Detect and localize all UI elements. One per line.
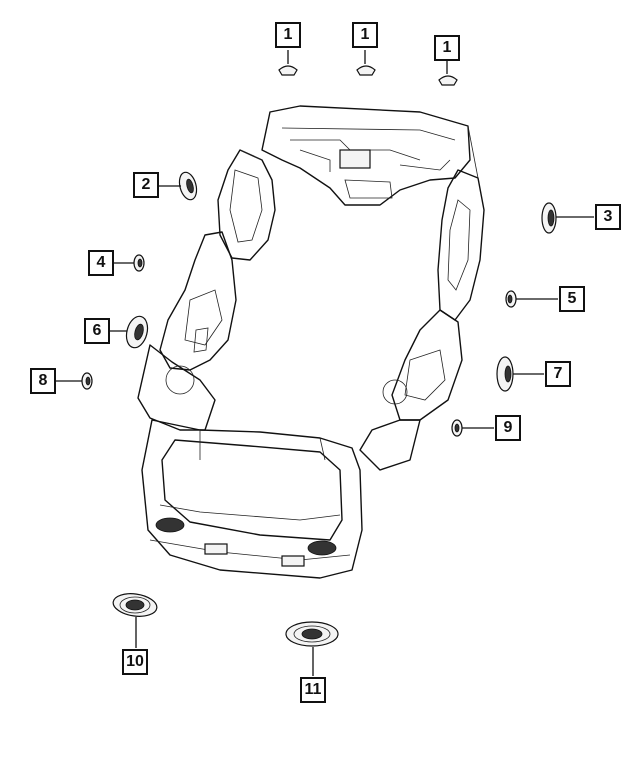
speaker-9: [451, 419, 463, 437]
tweeter-center-dash: [356, 65, 376, 76]
callout-11: 11: [300, 677, 326, 703]
tweeter-left-dash: [278, 65, 298, 76]
vehicle-interior-outline: [137, 105, 485, 579]
callout-3: 3: [595, 204, 621, 230]
callout-2: 2: [133, 172, 159, 198]
speaker-7: [496, 356, 514, 392]
callout-9: 9: [495, 415, 521, 441]
callout-8: 8: [30, 368, 56, 394]
callout-5: 5: [559, 286, 585, 312]
speaker-5: [505, 290, 517, 308]
callout-1-center: 1: [352, 22, 378, 48]
callout-6: 6: [84, 318, 110, 344]
speaker-10: [112, 593, 158, 617]
speaker-2: [178, 171, 198, 201]
callout-7: 7: [545, 361, 571, 387]
speaker-4: [133, 254, 145, 272]
tweeter-right-dash: [438, 75, 458, 86]
speaker-3: [541, 202, 557, 234]
speaker-6: [125, 315, 149, 349]
callout-1-left: 1: [275, 22, 301, 48]
speaker-11: [285, 621, 339, 647]
callout-10: 10: [122, 649, 148, 675]
callout-1-right: 1: [434, 35, 460, 61]
callout-4: 4: [88, 250, 114, 276]
speaker-8: [81, 372, 93, 390]
leader-lines: [56, 50, 594, 676]
